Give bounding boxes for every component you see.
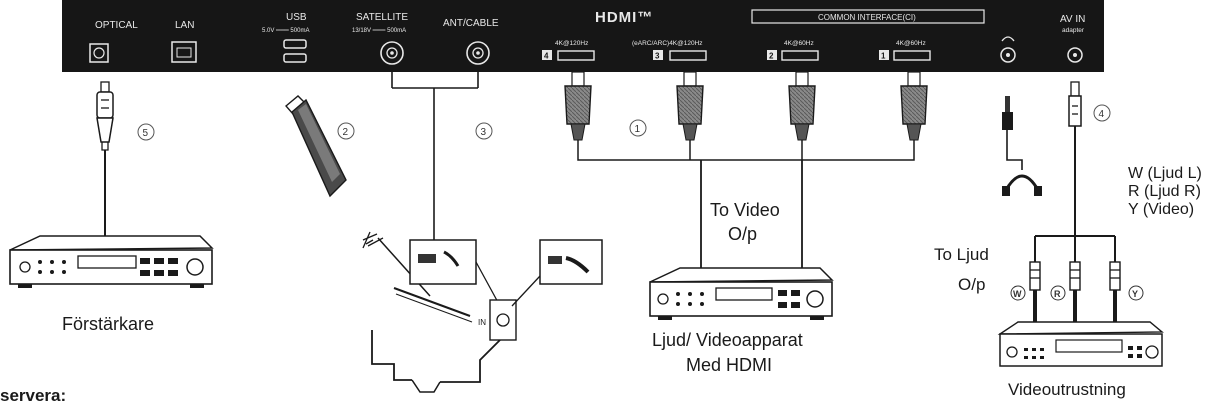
plug-label-w: W <box>1010 285 1026 301</box>
plug-label-y: Y <box>1128 285 1144 301</box>
plug-r-letter: R <box>1054 289 1061 299</box>
lan-label: LAN <box>175 20 194 31</box>
marker-5-label: 5 <box>143 128 149 139</box>
ant-cable-label: ANT/CABLE <box>443 18 499 29</box>
legend-r: R (Ljud R) <box>1128 183 1201 200</box>
marker-5: 5 <box>137 123 155 141</box>
hdmi2-port: 2 4K@60Hz <box>767 40 819 61</box>
hdmi-plug-2 <box>788 71 816 141</box>
ci-slot: COMMON INTERFACE(CI) <box>751 9 985 24</box>
plug-w-letter: W <box>1013 289 1022 299</box>
usb-spec: 5.0V ═══ 500mA <box>262 28 309 34</box>
hdmi-plug-1 <box>900 71 928 141</box>
legend-w: W (Ljud L) <box>1128 165 1202 182</box>
satellite-label: SATELLITE <box>356 12 408 23</box>
hdmi4-port: 4 4K@120Hz <box>542 40 595 61</box>
sat-in-label: IN <box>478 318 486 327</box>
marker-2-label: 2 <box>343 127 349 138</box>
hdmi-plug-3 <box>676 71 704 141</box>
observe-heading: servera: <box>0 386 66 404</box>
hdmi4-number: 4 <box>544 52 549 61</box>
rca-plug-r <box>1069 261 1081 322</box>
video-equipment-label: Videoutrustning <box>1008 380 1126 399</box>
hdmi2-number: 2 <box>769 52 774 61</box>
marker-4: 4 <box>1093 104 1111 122</box>
optical-port: OPTICAL <box>89 20 138 63</box>
legend-y: Y (Video) <box>1128 201 1194 218</box>
antenna-wiring: IN <box>362 72 603 393</box>
hdmi3-spec: (eARC/ARC)4K@120Hz <box>632 40 703 47</box>
video-equipment-device <box>997 321 1164 367</box>
rca-plug-w <box>1029 261 1041 322</box>
headphone-cable <box>1002 96 1042 196</box>
av-in-port: AV IN adapter <box>1060 14 1085 63</box>
marker-1-label: 1 <box>635 124 641 135</box>
lan-port: LAN <box>171 20 197 63</box>
plug-y-letter: Y <box>1132 289 1138 299</box>
av-in-label: AV IN <box>1060 14 1085 25</box>
av-device-label-2: Med HDMI <box>686 355 772 375</box>
optical-label: OPTICAL <box>95 20 138 31</box>
ant-cable-port: ANT/CABLE <box>443 18 499 65</box>
satellite-spec: 13/18V ═══ 500mA <box>352 28 406 34</box>
to-video-label-2: O/p <box>728 224 757 244</box>
ci-label: COMMON INTERFACE(CI) <box>818 13 916 22</box>
usb-stick <box>285 95 347 198</box>
av-device-label-1: Ljud/ Videoapparat <box>652 330 803 350</box>
rca-plug-y <box>1109 261 1121 322</box>
marker-2: 2 <box>337 122 355 140</box>
headphone-jack <box>1000 36 1016 63</box>
marker-3-label: 3 <box>481 127 487 138</box>
hdmi-cables <box>564 71 928 268</box>
amplifier-device <box>9 235 214 288</box>
hdmi1-spec: 4K@60Hz <box>896 40 926 47</box>
marker-4-label: 4 <box>1099 109 1105 120</box>
av-device-hdmi <box>649 267 834 320</box>
to-audio-label-1: To Ljud <box>934 245 989 264</box>
hdmi3-port: 3 (eARC/ARC)4K@120Hz <box>632 40 707 61</box>
to-audio-label-2: O/p <box>958 275 985 294</box>
hdmi-logo: HDMI™ <box>595 9 653 26</box>
hdmi2-spec: 4K@60Hz <box>784 40 814 47</box>
marker-1: 1 <box>629 119 647 137</box>
usb-port: USB 5.0V ═══ 500mA <box>262 12 309 63</box>
hdmi1-port: 1 4K@60Hz <box>879 40 931 61</box>
usb-label: USB <box>286 12 307 23</box>
hdmi-plug-4 <box>564 71 592 141</box>
plug-label-r: R <box>1050 285 1066 301</box>
marker-3: 3 <box>475 122 493 140</box>
satellite-port: SATELLITE 13/18V ═══ 500mA <box>352 12 408 65</box>
av-in-sub: adapter <box>1062 27 1085 34</box>
hdmi3-number: 3 <box>655 52 660 61</box>
hdmi1-number: 1 <box>881 52 886 61</box>
hdmi4-spec: 4K@120Hz <box>555 40 588 47</box>
amplifier-label: Förstärkare <box>62 314 154 334</box>
av-cable <box>1029 81 1121 322</box>
optical-cable <box>96 81 114 238</box>
to-video-label-1: To Video <box>710 200 780 220</box>
tv-rear-panel: OPTICAL LAN USB 5.0V ═══ 500mA SATELLITE… <box>62 0 1104 72</box>
